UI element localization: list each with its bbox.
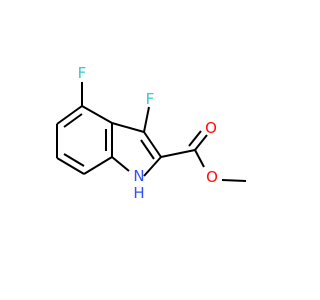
bond-c6-c7-inner	[63, 153, 85, 167]
bond-c3-c2-inner	[140, 139, 155, 160]
bond-c2-ccarbonyl	[160, 149, 196, 158]
atom-f3: F	[146, 90, 155, 108]
bond-c7-c7a	[83, 156, 113, 175]
bond-c6-c7	[56, 157, 85, 175]
bond-oester-methyl	[221, 179, 247, 182]
bond-ccarbonyl-o-double-b	[188, 130, 202, 147]
bonds	[56, 82, 247, 182]
bond-c4-c5	[56, 105, 83, 125]
molecule-structure: F F O O N H	[56, 64, 247, 202]
atom-f4: F	[78, 64, 87, 82]
bond-c3a-c3	[111, 122, 145, 133]
bond-c3-c2	[143, 131, 162, 158]
bond-c3-f	[143, 106, 150, 133]
atom-labels: F F O O N H	[78, 64, 218, 202]
atom-n1: N	[133, 167, 144, 185]
bond-c3a-c4	[81, 105, 113, 124]
bond-c2-n1	[143, 156, 162, 177]
atom-o-carbonyl: O	[205, 119, 217, 137]
bond-ccarbonyl-o-double-a	[194, 134, 208, 151]
bond-c4-c5-inner	[63, 113, 83, 128]
atom-h1: H	[133, 184, 144, 202]
bond-n1-c7a	[111, 156, 130, 172]
atom-o-ester: O	[206, 168, 218, 186]
bond-ccarbonyl-oester	[194, 149, 205, 168]
